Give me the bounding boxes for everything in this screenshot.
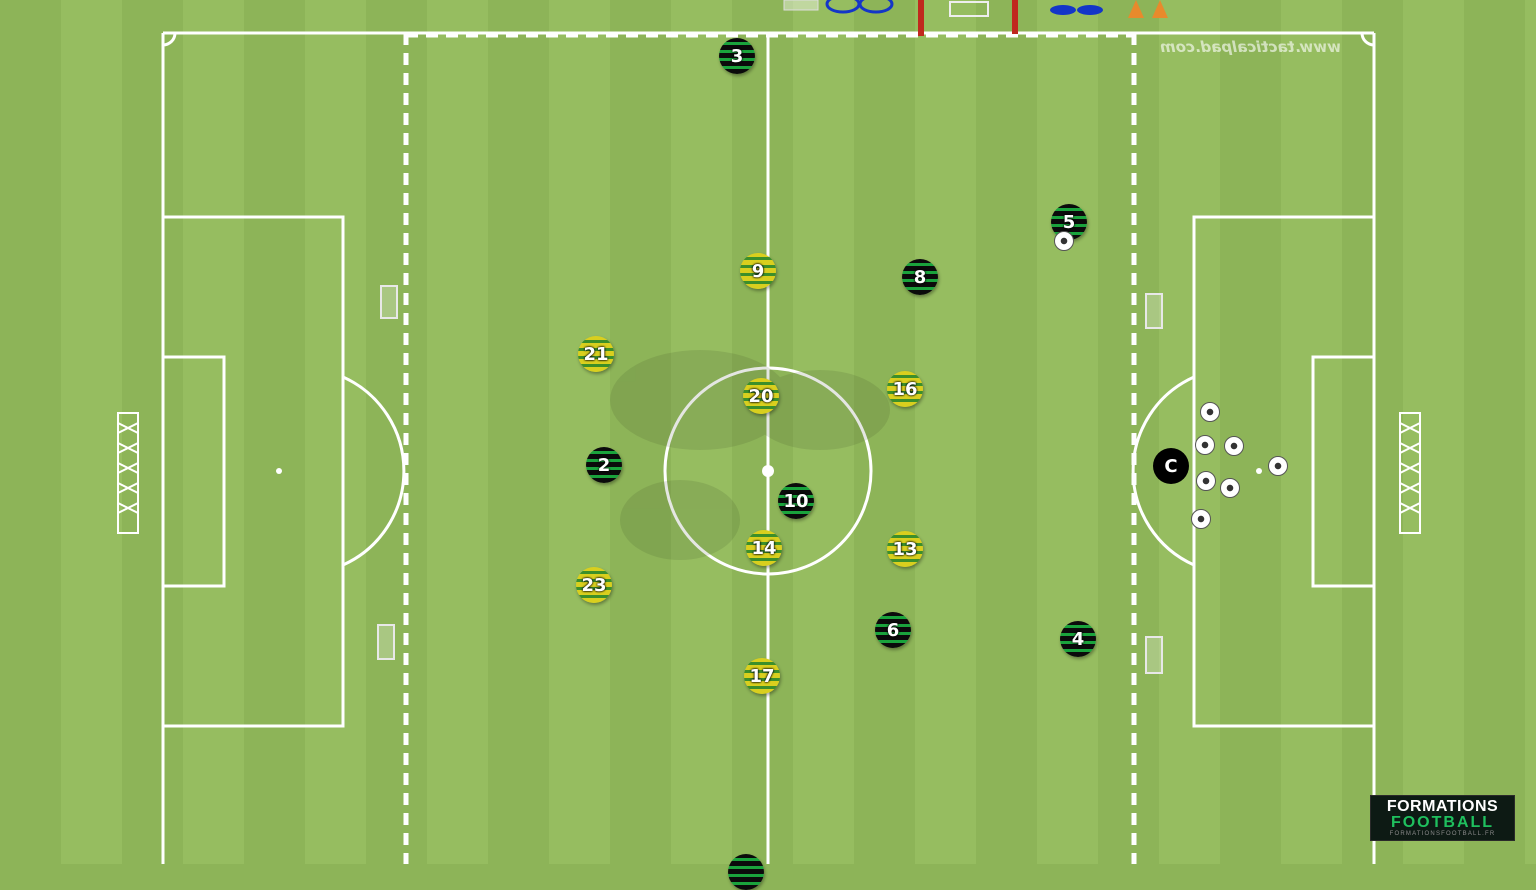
player-black-6[interactable]: 6 [875, 612, 911, 648]
player-partial[interactable] [728, 854, 764, 890]
mini-goal-icon [1145, 293, 1163, 329]
player-yellow-21[interactable]: 21 [578, 336, 614, 372]
watermark: www.tacticalpad.com [1160, 38, 1342, 56]
hurdle-icon [949, 1, 989, 17]
logo-line-3: FORMATIONSFOOTBALL.FR [1389, 831, 1496, 837]
player-yellow-20[interactable]: 20 [743, 378, 779, 414]
ring-icon [858, 0, 894, 14]
player-yellow-14[interactable]: 14 [746, 530, 782, 566]
pole-icon [1012, 0, 1018, 34]
player-black-10[interactable]: 10 [778, 483, 814, 519]
logo-line-1: FORMATIONS [1386, 798, 1499, 815]
ball-icon[interactable] [1191, 509, 1211, 529]
player-yellow-16[interactable]: 16 [887, 371, 923, 407]
left-goal-icon [117, 412, 139, 534]
ball-icon[interactable] [1268, 456, 1288, 476]
player-yellow-23[interactable]: 23 [576, 567, 612, 603]
player-yellow-13[interactable]: 13 [887, 531, 923, 567]
cone-icon [1152, 0, 1168, 18]
player-black-3[interactable]: 3 [719, 38, 755, 74]
disc-cone-icon [1077, 5, 1103, 15]
ball-icon[interactable] [1220, 478, 1240, 498]
formations-football-logo: FORMATIONS FOOTBALL FORMATIONSFOOTBALL.F… [1370, 795, 1515, 841]
mini-goal-icon [380, 285, 398, 319]
pole-icon [918, 0, 924, 36]
right-goal-icon [1399, 412, 1421, 534]
football-pitch [0, 0, 1536, 864]
equipment-tray [783, 0, 1168, 36]
mini-goal-icon [783, 0, 819, 11]
ball-icon[interactable] [1195, 435, 1215, 455]
mini-goal-icon [1145, 636, 1163, 674]
player-yellow-17[interactable]: 17 [744, 658, 780, 694]
disc-cone-icon [1050, 5, 1076, 15]
ball-icon[interactable] [1200, 402, 1220, 422]
ball-icon[interactable] [1054, 231, 1074, 251]
ball-icon[interactable] [1224, 436, 1244, 456]
mini-goal-icon [377, 624, 395, 660]
player-black-2[interactable]: 2 [586, 447, 622, 483]
player-black-4[interactable]: 4 [1060, 621, 1096, 657]
player-black-8[interactable]: 8 [902, 259, 938, 295]
logo-line-2: FOOTBALL [1390, 814, 1495, 831]
ball-icon[interactable] [1196, 471, 1216, 491]
coach-marker[interactable]: C [1153, 448, 1189, 484]
player-yellow-9[interactable]: 9 [740, 253, 776, 289]
cone-icon [1128, 0, 1144, 18]
